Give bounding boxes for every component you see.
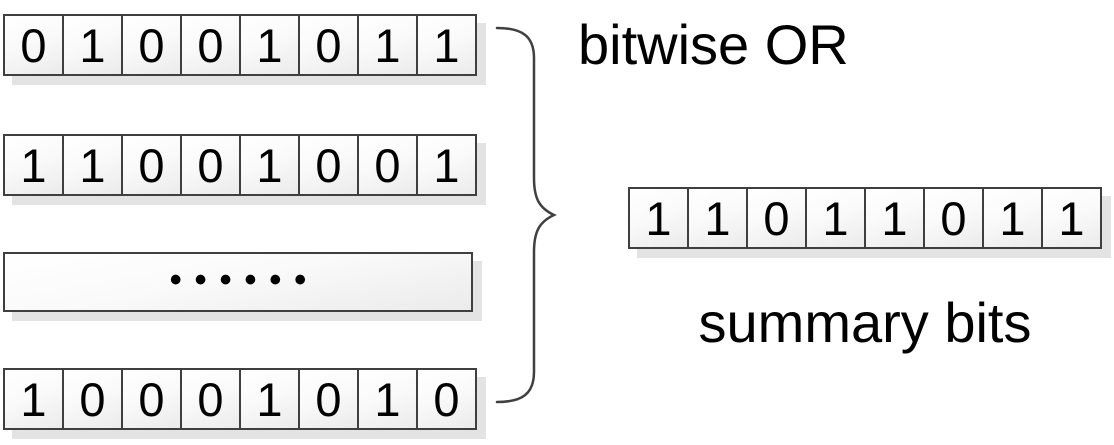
bit-cell: 0	[357, 134, 418, 196]
bit-cell: 1	[1041, 187, 1102, 249]
bit-cell: 0	[121, 368, 182, 430]
curly-brace-icon	[495, 26, 557, 404]
bit-cell: 0	[298, 368, 359, 430]
bit-cell: 0	[746, 187, 807, 249]
bit-cell: 1	[357, 14, 418, 76]
bit-cell: 1	[62, 14, 123, 76]
bit-cell: 0	[180, 14, 241, 76]
bit-cell: 0	[298, 134, 359, 196]
bit-cell: 1	[628, 187, 689, 249]
bit-cell: 0	[180, 368, 241, 430]
bit-cell: 1	[239, 368, 300, 430]
bit-cell: 0	[923, 187, 984, 249]
ellipsis-dots: ••••••	[169, 261, 320, 299]
curly-brace-path	[495, 26, 557, 404]
operation-label: bitwise OR	[578, 13, 849, 76]
bit-cell: 1	[62, 134, 123, 196]
bit-cell: 1	[239, 14, 300, 76]
bit-cell: 0	[180, 134, 241, 196]
bit-cell: 0	[298, 14, 359, 76]
bit-cell: 0	[3, 14, 64, 76]
bit-cell: 1	[239, 134, 300, 196]
ellipsis-row: ••••••	[3, 252, 473, 312]
bit-cell: 1	[982, 187, 1043, 249]
bit-cell: 0	[121, 134, 182, 196]
bit-cell: 1	[805, 187, 866, 249]
bit-cell: 1	[3, 368, 64, 430]
bit-cell: 1	[416, 134, 477, 196]
bit-cell: 1	[687, 187, 748, 249]
bit-cell: 0	[121, 14, 182, 76]
result-label: summary bits	[698, 291, 1032, 354]
bit-cell: 1	[3, 134, 64, 196]
bit-cell: 1	[357, 368, 418, 430]
bit-cell: 1	[416, 14, 477, 76]
bit-cell: 0	[416, 368, 477, 430]
bit-cell: 0	[62, 368, 123, 430]
bit-cell: 1	[864, 187, 925, 249]
